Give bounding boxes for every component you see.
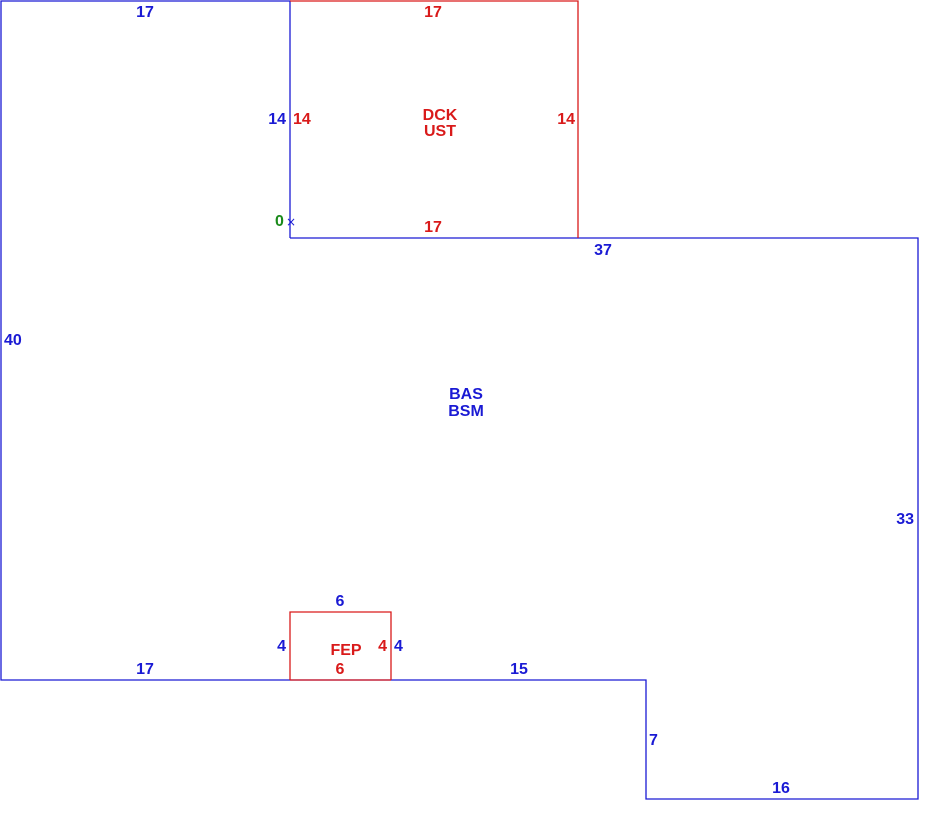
- deck-top-length: 17: [424, 4, 442, 21]
- origin-label: 0: [275, 213, 284, 230]
- fireplace-right-length: 4: [378, 638, 387, 655]
- main-left-length: 40: [4, 332, 22, 349]
- fireplace-area-code: FEP: [330, 642, 361, 659]
- main-area-outline: [0, 0, 919, 800]
- deck-right-length: 14: [557, 111, 575, 128]
- main-bottom-right-length: 16: [772, 780, 790, 797]
- origin-x-icon: ×: [286, 215, 296, 229]
- main-area-code-1: BAS: [449, 386, 483, 403]
- main-bottom-left-length: 17: [136, 661, 154, 678]
- deck-bottom-length: 17: [424, 219, 442, 236]
- main-area-code-2: BSM: [448, 403, 484, 420]
- main-top-left-length: 17: [136, 4, 154, 21]
- main-step-down-length: 7: [649, 732, 658, 749]
- fireplace-outer-right-length: 4: [394, 638, 403, 655]
- fireplace-left-length: 4: [277, 638, 286, 655]
- main-notch-left-length: 14: [268, 111, 286, 128]
- main-bottom-mid-length: 15: [510, 661, 528, 678]
- fireplace-top-length: 6: [336, 593, 345, 610]
- main-top-right-length: 37: [594, 242, 612, 259]
- fireplace-area-outline: [289, 611, 392, 680]
- main-right-length: 33: [896, 511, 914, 528]
- fireplace-bottom-length: 6: [336, 661, 345, 678]
- deck-area-code-1: DCK: [423, 107, 458, 124]
- deck-area-outline: [290, 0, 579, 238]
- deck-area-code-2: UST: [424, 123, 456, 140]
- deck-left-length: 14: [293, 111, 311, 128]
